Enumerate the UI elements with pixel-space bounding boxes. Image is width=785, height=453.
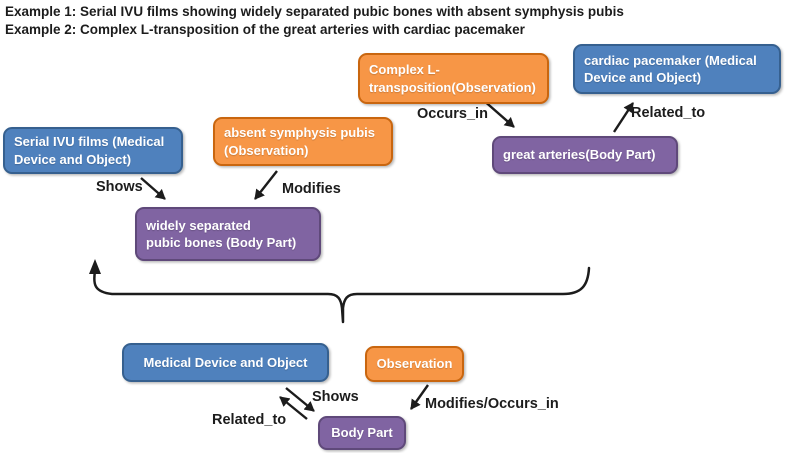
edge-label-occurs-in: Occurs_in — [417, 106, 488, 122]
node-great-arteries: great arteries(Body Part) — [492, 136, 678, 174]
node-label: Device and Object) — [584, 70, 702, 85]
edge-label-modifies: Modifies — [282, 181, 341, 197]
node-label: widely separated — [146, 217, 251, 233]
arrow-modifies — [254, 170, 278, 200]
node-label: absent symphysis pubis — [224, 125, 375, 141]
node-label: Device and Object) — [14, 151, 132, 167]
arrow-shows-schema — [285, 387, 315, 412]
node-complex-l-transposition: Complex L- transposition(Observation) — [358, 53, 549, 104]
arrow-shows — [140, 177, 166, 200]
caption-example-2: Example 2: Complex L-transposition of th… — [5, 21, 525, 37]
node-label: Complex L- — [369, 62, 440, 78]
caption-example-1: Example 1: Serial IVU films showing wide… — [5, 4, 624, 19]
brace-arrowhead — [89, 259, 101, 274]
edge-label-shows-schema: Shows — [312, 389, 359, 405]
node-label: great arteries(Body Part) — [503, 147, 656, 163]
brace — [93, 266, 591, 324]
node-label: Observation — [376, 356, 453, 372]
edge-label-modifies-occurs-in-schema: Modifies/Occurs_in — [425, 396, 559, 412]
edge-label-shows: Shows — [96, 179, 143, 195]
node-label: pubic bones (Body Part) — [146, 235, 297, 250]
node-label: Body Part — [331, 425, 393, 441]
node-cardiac-pacemaker: cardiac pacemaker (Medical Device and Ob… — [573, 44, 781, 94]
node-label: transposition(Observation) — [369, 79, 536, 95]
node-label: cardiac pacemaker (Medical — [584, 52, 757, 68]
node-label: (Observation) — [224, 142, 309, 158]
caption-examples: Example 1: Serial IVU films showing wide… — [5, 3, 624, 38]
edge-label-related-to: Related_to — [631, 105, 706, 121]
node-body-part: Body Part — [318, 416, 406, 450]
node-absent-symphysis-pubis: absent symphysis pubis (Observation) — [213, 117, 393, 166]
node-label: Serial IVU films (Medical — [14, 134, 165, 150]
node-widely-separated-pubic-bones: widely separated pubic bones (Body Part) — [135, 207, 321, 261]
node-medical-device-and-object: Medical Device and Object — [122, 343, 329, 382]
edge-label-related-to-schema: Related_to — [212, 412, 287, 428]
node-serial-ivu-films: Serial IVU films (Medical Device and Obj… — [3, 127, 183, 174]
node-observation: Observation — [365, 346, 464, 382]
node-label: Medical Device and Object — [143, 354, 308, 370]
